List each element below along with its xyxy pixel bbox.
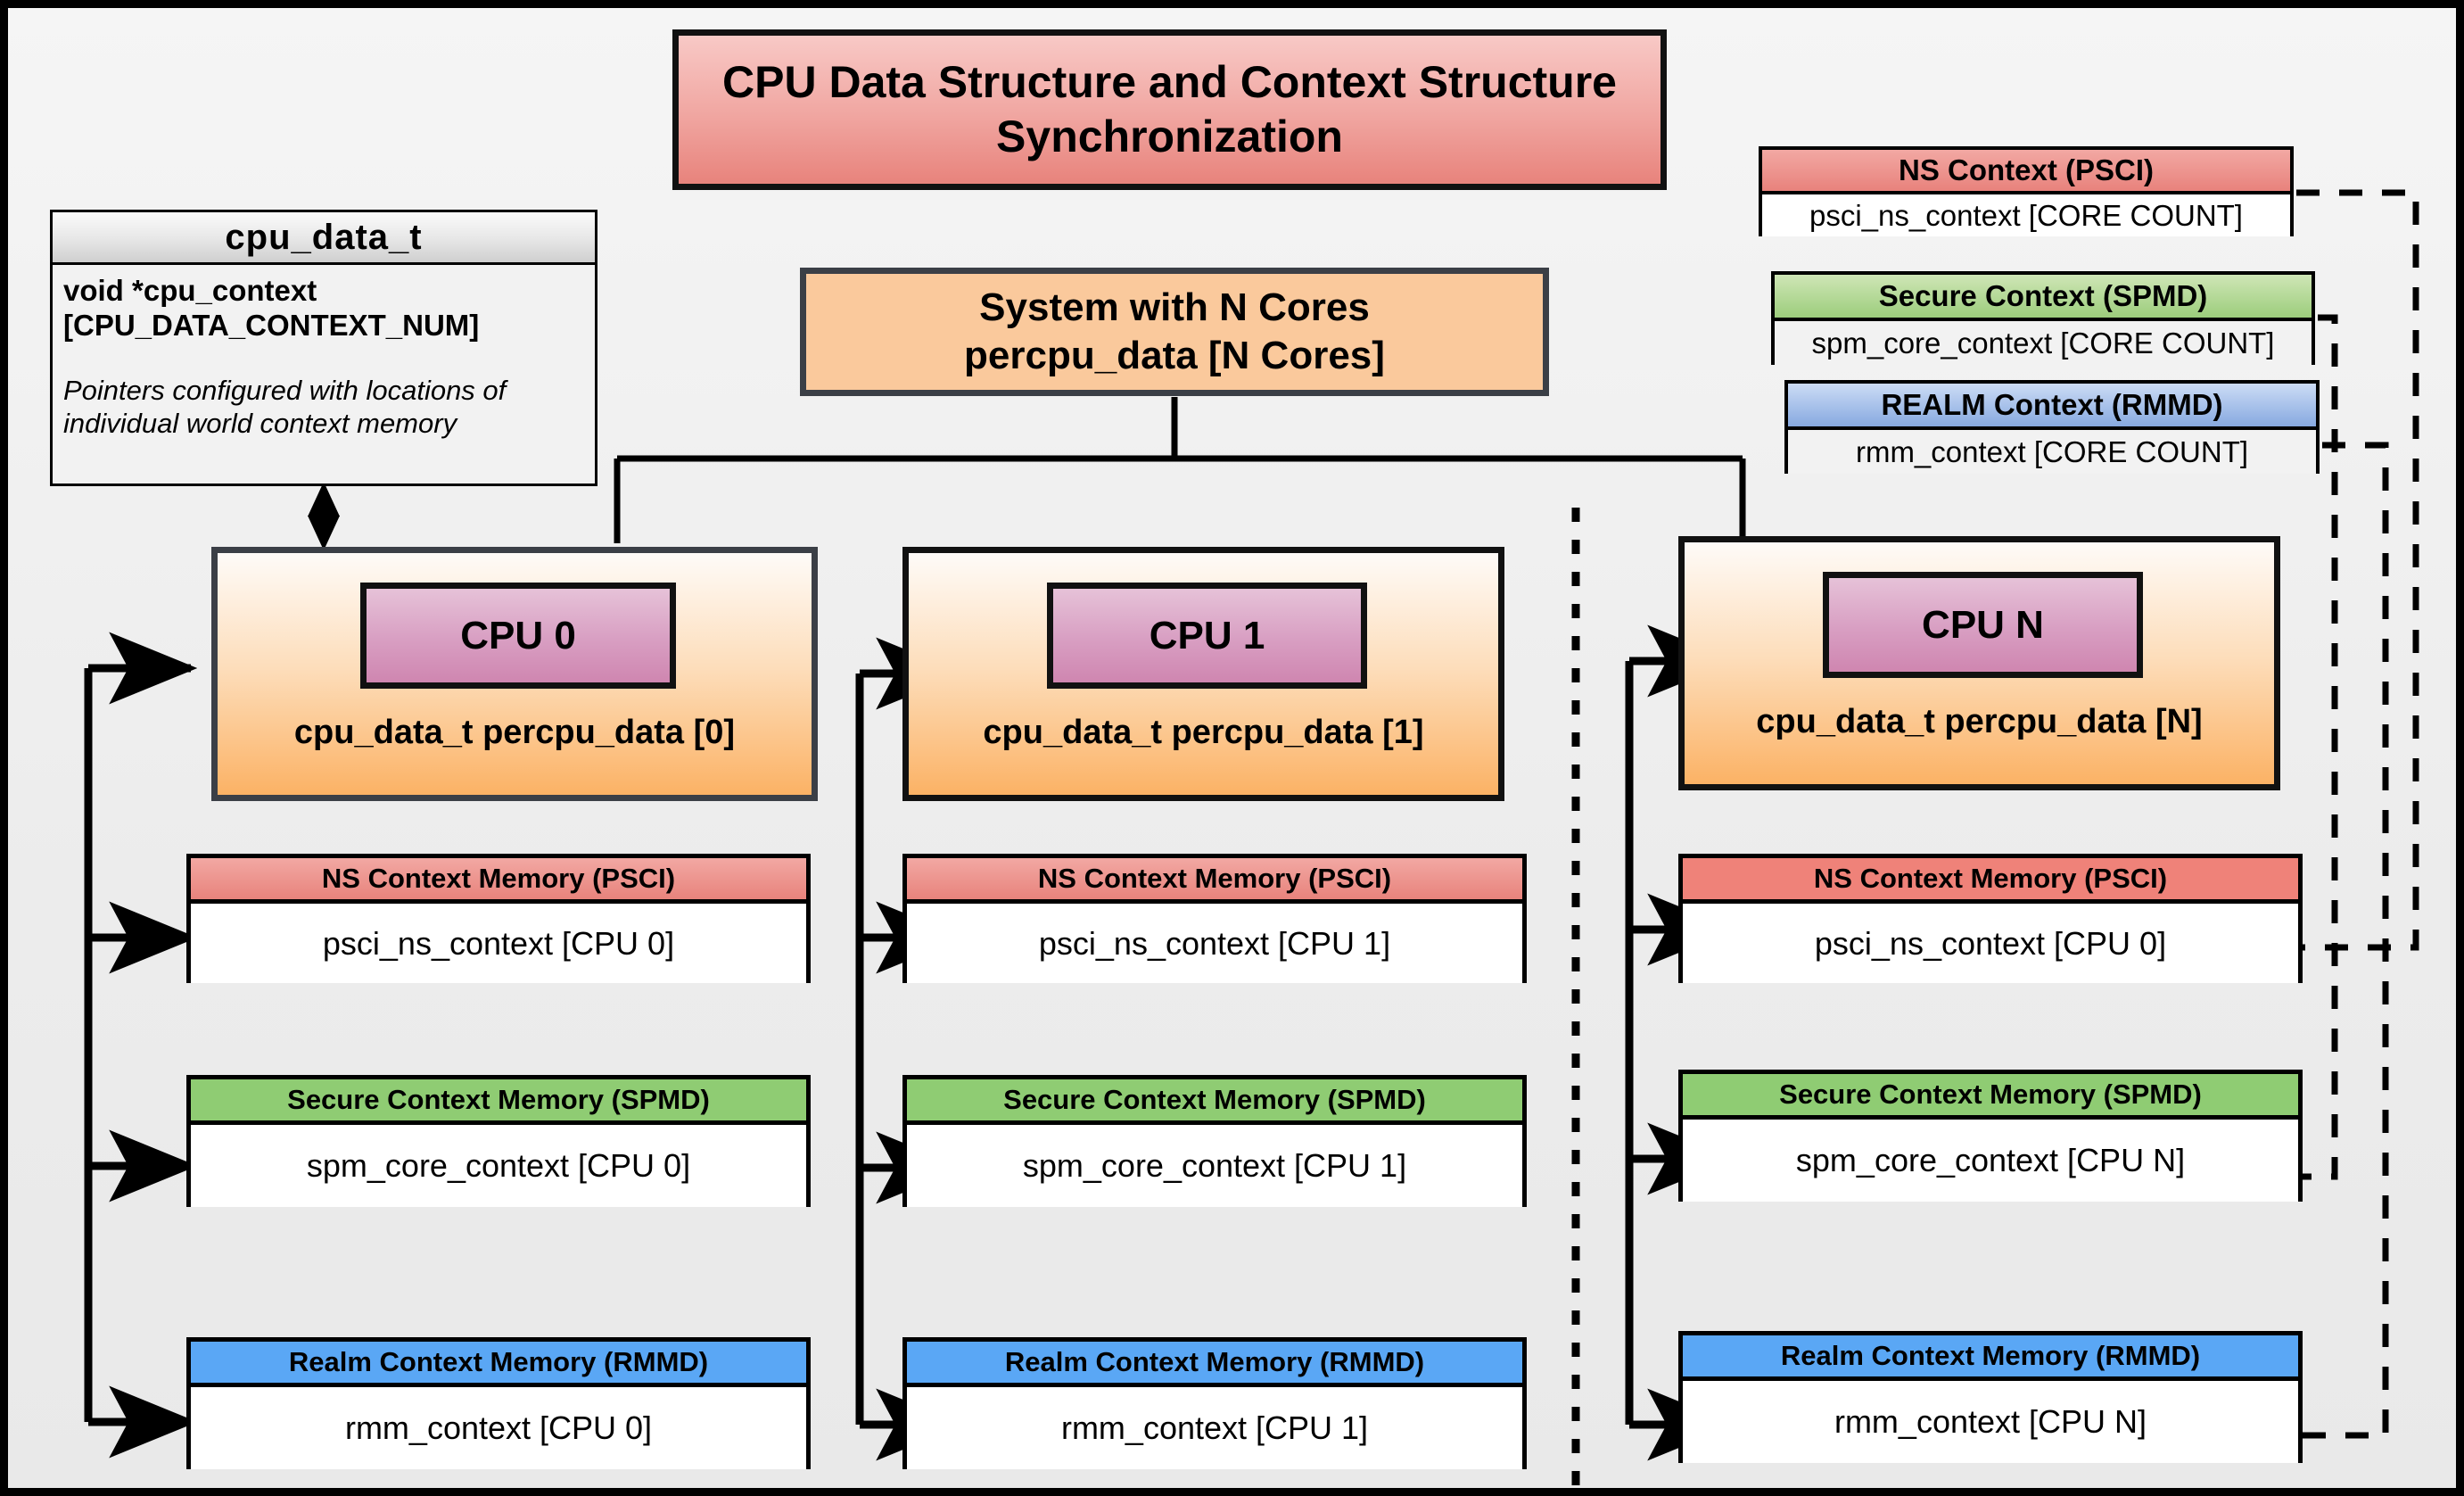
mem-card-cpu-n-ns-header: NS Context Memory (PSCI) — [1683, 858, 2298, 904]
mem-card-cpu-n-secure: Secure Context Memory (SPMD) spm_core_co… — [1678, 1070, 2303, 1202]
cpu-block-cpu-1: CPU 1 cpu_data_t percpu_data [1] — [902, 547, 1504, 801]
global-context-realm-rmmd: REALM Context (RMMD) rmm_context [CORE C… — [1784, 380, 2320, 474]
cpu0-pointer-bracket — [84, 632, 198, 1459]
system-line-1: System with N Cores — [979, 285, 1370, 330]
system-bus — [614, 397, 1746, 543]
mem-card-cpu-0-secure-value: spm_core_context [CPU 0] — [191, 1125, 806, 1207]
global-context-realm-rmmd-header: REALM Context (RMMD) — [1788, 384, 2316, 430]
cpu-caption-cpu-n: cpu_data_t percpu_data [N] — [1756, 703, 2203, 740]
cpu-chip-cpu-0: CPU 0 — [360, 583, 676, 689]
page-title: CPU Data Structure and Context Structure… — [672, 29, 1667, 190]
mem-card-cpu-n-ns: NS Context Memory (PSCI) psci_ns_context… — [1678, 854, 2303, 983]
mem-card-cpu-1-realm-header: Realm Context Memory (RMMD) — [907, 1342, 1522, 1387]
mem-card-cpu-0-ns: NS Context Memory (PSCI) psci_ns_context… — [186, 854, 811, 983]
global-context-ns-psci: NS Context (PSCI) psci_ns_context [CORE … — [1759, 146, 2294, 236]
global-context-links — [2204, 189, 2419, 1439]
mem-card-cpu-0-realm-header: Realm Context Memory (RMMD) — [191, 1342, 806, 1387]
global-context-realm-rmmd-value: rmm_context [CORE COUNT] — [1788, 430, 2316, 474]
cpu-data-t-struct-name: cpu_data_t — [53, 212, 595, 265]
cpu-data-t-note: Pointers configured with locations of in… — [63, 374, 507, 440]
mem-card-cpu-1-realm: Realm Context Memory (RMMD) rmm_context … — [902, 1337, 1527, 1469]
mem-card-cpu-n-realm: Realm Context Memory (RMMD) rmm_context … — [1678, 1331, 2303, 1463]
mem-card-cpu-n-secure-header: Secure Context Memory (SPMD) — [1683, 1074, 2298, 1120]
cpu-chip-cpu-n: CPU N — [1823, 572, 2143, 678]
cpu-data-link-arrowheads — [308, 482, 340, 550]
cpu-caption-cpu-1: cpu_data_t percpu_data [1] — [983, 714, 1424, 751]
mem-card-cpu-0-secure: Secure Context Memory (SPMD) spm_core_co… — [186, 1075, 811, 1207]
mem-card-cpu-1-secure-value: spm_core_context [CPU 1] — [907, 1125, 1522, 1207]
cpu-data-t-struct: cpu_data_t void *cpu_context [CPU_DATA_C… — [50, 210, 597, 486]
global-context-ns-psci-value: psci_ns_context [CORE COUNT] — [1762, 194, 2290, 236]
cpu-data-t-field: void *cpu_context [CPU_DATA_CONTEXT_NUM] — [63, 274, 480, 342]
mem-card-cpu-0-realm-value: rmm_context [CPU 0] — [191, 1387, 806, 1469]
mem-card-cpu-1-realm-value: rmm_context [CPU 1] — [907, 1387, 1522, 1469]
mem-card-cpu-0-ns-value: psci_ns_context [CPU 0] — [191, 904, 806, 983]
global-context-secure-spmd: Secure Context (SPMD) spm_core_context [… — [1771, 271, 2315, 365]
mem-card-cpu-n-ns-value: psci_ns_context [CPU 0] — [1683, 904, 2298, 983]
mem-card-cpu-n-realm-header: Realm Context Memory (RMMD) — [1683, 1335, 2298, 1381]
system-line-2: percpu_data [N Cores] — [964, 334, 1385, 377]
mem-card-cpu-n-secure-value: spm_core_context [CPU N] — [1683, 1120, 2298, 1202]
mem-card-cpu-0-secure-header: Secure Context Memory (SPMD) — [191, 1079, 806, 1125]
mem-card-cpu-1-ns-value: psci_ns_context [CPU 1] — [907, 904, 1522, 983]
system-block: System with N Cores percpu_data [N Cores… — [800, 268, 1549, 396]
cpu-block-cpu-n: CPU N cpu_data_t percpu_data [N] — [1678, 536, 2280, 790]
global-context-secure-spmd-value: spm_core_context [CORE COUNT] — [1775, 321, 2312, 365]
mem-card-cpu-1-secure: Secure Context Memory (SPMD) spm_core_co… — [902, 1075, 1527, 1207]
cpu-block-cpu-0: CPU 0 cpu_data_t percpu_data [0] — [211, 547, 818, 801]
mem-card-cpu-0-realm: Realm Context Memory (RMMD) rmm_context … — [186, 1337, 811, 1469]
mem-card-cpu-1-ns: NS Context Memory (PSCI) psci_ns_context… — [902, 854, 1527, 983]
mem-card-cpu-n-realm-value: rmm_context [CPU N] — [1683, 1381, 2298, 1463]
cpu-caption-cpu-0: cpu_data_t percpu_data [0] — [293, 714, 736, 751]
mem-card-cpu-0-ns-header: NS Context Memory (PSCI) — [191, 858, 806, 904]
mem-card-cpu-1-ns-header: NS Context Memory (PSCI) — [907, 858, 1522, 904]
mem-card-cpu-1-secure-header: Secure Context Memory (SPMD) — [907, 1079, 1522, 1125]
cpu-chip-cpu-1: CPU 1 — [1047, 583, 1367, 689]
global-context-ns-psci-header: NS Context (PSCI) — [1762, 150, 2290, 194]
global-context-secure-spmd-header: Secure Context (SPMD) — [1775, 275, 2312, 321]
